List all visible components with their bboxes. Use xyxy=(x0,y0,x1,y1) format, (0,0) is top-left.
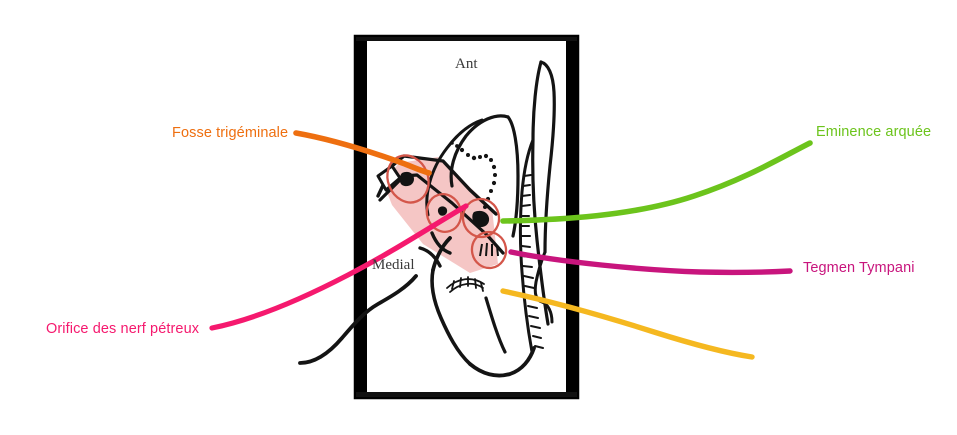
pointer-eminence-arquee xyxy=(500,140,813,224)
annotation-label-eminence-arquee: Eminence arquée xyxy=(816,124,932,140)
orientation-label-medial: Medial xyxy=(372,257,415,273)
circle-inferior-foramen xyxy=(470,230,508,270)
orientation-label-anterior: Ant xyxy=(455,56,478,72)
frame-left-bar xyxy=(356,37,367,397)
pointer-fosse-trigeminale xyxy=(293,130,432,176)
foramina-ink-blots xyxy=(399,171,499,257)
annotation-label-orifice-nerf-petreux: Orifice des nerf pétreux xyxy=(46,321,200,337)
pointer-amber-unlabeled xyxy=(500,288,755,360)
annotation-pointers xyxy=(209,130,813,360)
annotation-label-fosse-trigeminale: Fosse trigéminale xyxy=(172,125,289,141)
annotation-label-tegmen-tympani: Tegmen Tympani xyxy=(803,260,915,276)
suture-dots xyxy=(450,141,497,224)
frame-bottom-rule xyxy=(356,392,577,397)
arcuate-hatch xyxy=(446,276,485,293)
frame-top-rule xyxy=(356,37,577,41)
circle-lesser-petrosal xyxy=(461,197,501,239)
pointer-tegmen-tympani xyxy=(508,249,793,276)
pointer-orifice-nerf-petreux xyxy=(209,203,469,331)
